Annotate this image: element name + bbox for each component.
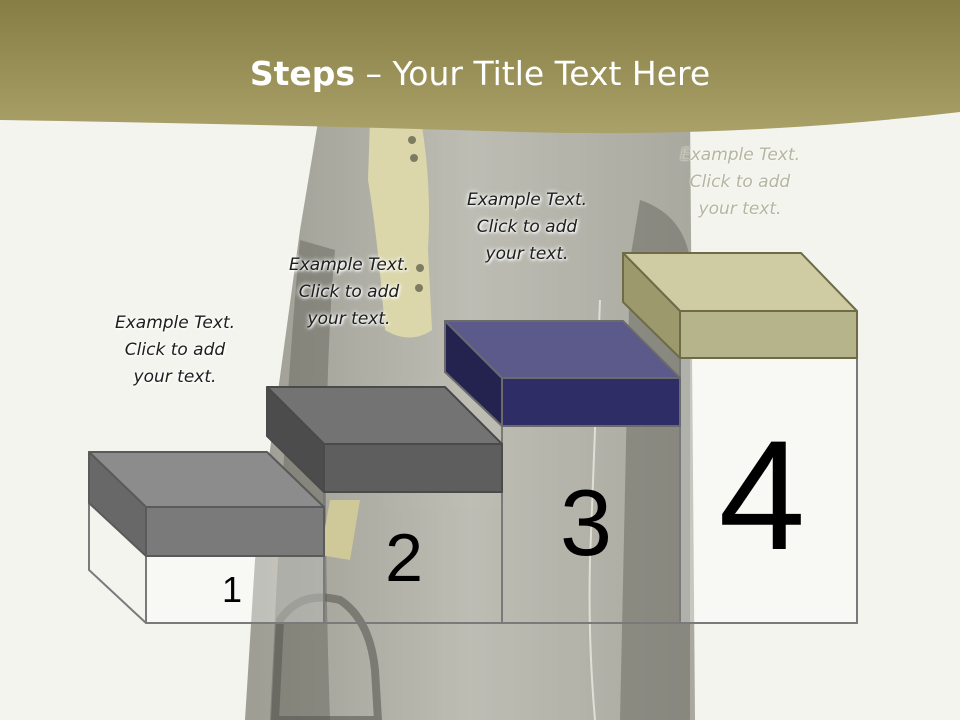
step-3-caption-line3: your text. [485,244,569,264]
step-4-block [622,252,858,359]
step-4-number: 4 [718,409,806,583]
slide-title-rest: – Your Title Text Here [355,54,711,93]
step-1-caption[interactable]: Example Text. Click to add your text. [80,310,270,391]
step-1-caption-line3: your text. [133,367,217,387]
step-4-front [679,310,858,359]
step-2-caption-line2: Click to add [298,282,400,302]
step-1-caption-line1: Example Text. [114,313,236,333]
header-band [0,0,960,134]
step-3-caption-line2: Click to add [476,217,578,237]
step-1-block [88,451,325,557]
step-4-caption-line2: Click to add [689,172,791,192]
step-1-caption-line2: Click to add [124,340,226,360]
step-2-caption[interactable]: Example Text. Click to add your text. [254,252,444,333]
step-2-caption-line3: your text. [307,309,391,329]
step-1-front [145,506,325,557]
step-2-block [266,386,503,493]
step-3-front [501,377,681,427]
slide-title-bold: Steps [249,54,356,93]
step-4-caption-line1: Example Text. [679,145,801,165]
step-2-number: 2 [385,520,423,596]
step-1-number: 1 [221,569,243,610]
step-2-front [323,443,503,493]
step-3-caption[interactable]: Example Text. Click to add your text. [432,187,622,268]
step-3-number: 3 [559,470,613,575]
slide-title[interactable]: Steps – Your Title Text Here [0,52,960,96]
step-4-caption[interactable]: Example Text. Click to add your text. [645,142,835,223]
step-4-caption-line3: your text. [698,199,782,219]
step-3-block [444,320,681,427]
step-2-caption-line1: Example Text. [288,255,410,275]
step-3-caption-line1: Example Text. [466,190,588,210]
step-boxes [147,359,856,622]
